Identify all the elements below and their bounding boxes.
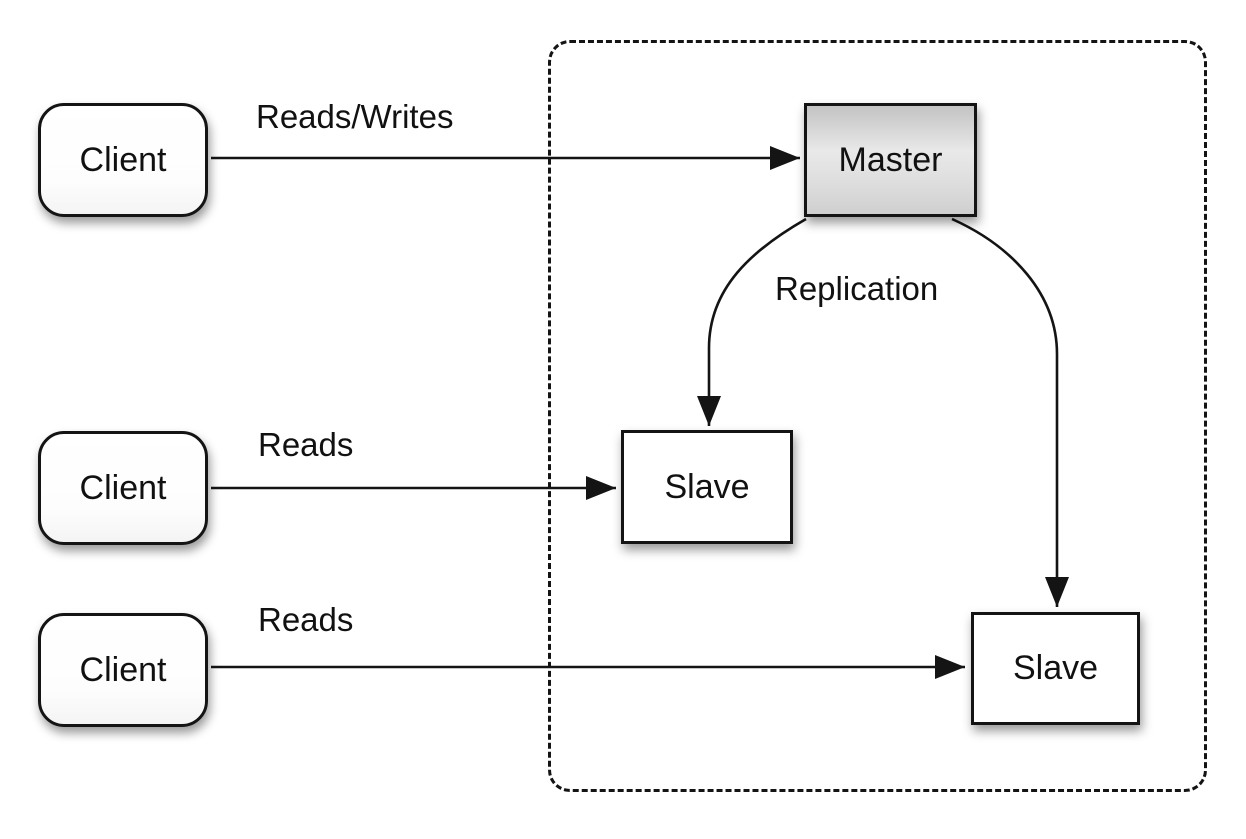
node-client-1: Client	[38, 103, 208, 217]
node-client-2: Client	[38, 431, 208, 545]
node-client-3-label: Client	[79, 650, 167, 689]
node-slave-1: Slave	[621, 430, 793, 544]
node-master-label: Master	[838, 140, 943, 179]
node-slave-2-label: Slave	[1012, 649, 1099, 687]
node-client-3: Client	[38, 613, 208, 727]
edge-label-reads-mid: Reads	[258, 426, 354, 463]
edge-label-reads-bottom: Reads	[258, 601, 354, 638]
node-slave-1-label: Slave	[664, 467, 750, 506]
node-master: Master	[804, 103, 977, 217]
edge-label-reads-writes: Reads/Writes	[256, 98, 454, 135]
server-group-dashed-border	[548, 40, 1207, 792]
node-client-1-label: Client	[79, 140, 167, 179]
edge-label-replication: Replication	[775, 270, 939, 307]
node-slave-2: Slave	[971, 612, 1140, 725]
node-client-2-label: Client	[79, 468, 167, 507]
